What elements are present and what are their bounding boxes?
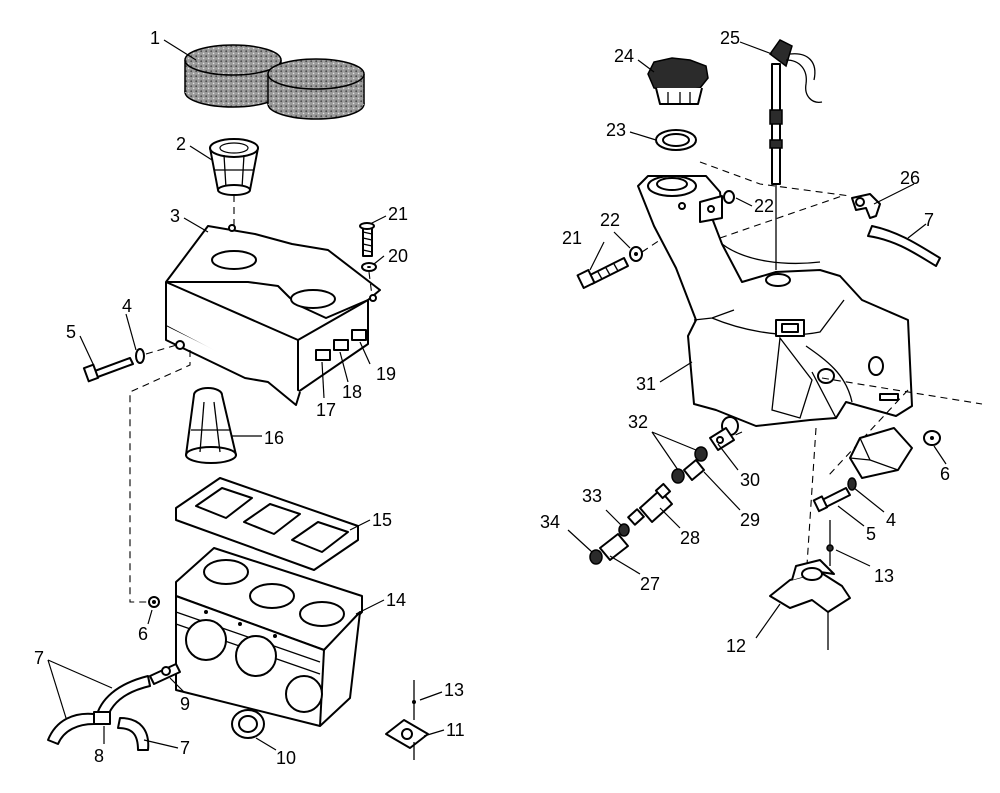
callout-25: 25 (720, 28, 740, 48)
mount-bracket-right (769, 520, 851, 650)
tank-washer-upper (723, 190, 735, 204)
filter-adapter (209, 138, 259, 196)
mount-nut-left (148, 596, 160, 608)
callout-7c: 7 (924, 210, 934, 230)
callout-17: 17 (316, 400, 336, 420)
callout-5: 5 (66, 322, 76, 342)
callout-6b: 6 (940, 464, 950, 484)
hose-clamp-upper (694, 446, 708, 462)
callout-11: 11 (446, 720, 465, 740)
elbow-fitting (851, 193, 881, 219)
callout-27: 27 (640, 574, 660, 594)
drain-fitting (149, 663, 181, 685)
callout-14: 14 (386, 590, 406, 610)
end-clamp (589, 549, 603, 565)
callout-20: 20 (388, 246, 408, 266)
callout-8: 8 (94, 746, 104, 766)
callout-22b: 22 (600, 210, 620, 230)
callout-31: 31 (636, 374, 656, 394)
intake-boot (185, 387, 237, 464)
callout-29: 29 (740, 510, 760, 530)
assembly-line (821, 377, 983, 405)
air-box-body (175, 547, 363, 727)
level-sensor (768, 39, 823, 270)
callout-13: 13 (444, 680, 464, 700)
mount-hole (175, 340, 185, 350)
callout-34: 34 (540, 512, 560, 532)
assembly-line (368, 271, 373, 297)
callout-labels-right: 24 25 23 22 22 21 26 7 31 32 30 29 28 33… (540, 28, 950, 656)
tank-washer-lower (629, 246, 643, 262)
callout-13b: 13 (874, 566, 894, 586)
assembly-line (699, 161, 851, 197)
hose-clamp-lower (671, 468, 685, 484)
callout-1: 1 (150, 28, 160, 48)
callout-30: 30 (740, 470, 760, 490)
foam-filter-element (184, 44, 365, 120)
line-connector (683, 459, 705, 481)
callout-15: 15 (372, 510, 392, 530)
hose-tee (93, 711, 111, 725)
callout-24: 24 (614, 46, 634, 66)
assembly-line (129, 350, 191, 603)
outlet-fitting (709, 427, 735, 451)
callout-28: 28 (680, 528, 700, 548)
filter-clamp (618, 523, 630, 537)
callout-21b: 21 (562, 228, 582, 248)
cap-gasket (655, 129, 697, 151)
callout-16: 16 (264, 428, 284, 448)
assembly-line (805, 427, 817, 581)
callout-26: 26 (900, 168, 920, 188)
callout-4: 4 (122, 296, 132, 316)
callout-12: 12 (726, 636, 746, 656)
air-box-gasket (175, 477, 359, 571)
callout-5b: 5 (866, 524, 876, 544)
callout-22: 22 (754, 196, 774, 216)
mount-washer-right (847, 477, 857, 491)
callout-10: 10 (276, 748, 296, 768)
assembly-line (145, 343, 181, 355)
callout-2: 2 (176, 134, 186, 154)
callout-labels: 1 2 3 4 5 21 20 19 18 17 16 15 14 6 7 9 … (34, 28, 465, 768)
callout-21: 21 (388, 204, 408, 224)
leader-lines-right (567, 41, 947, 639)
cover-washer (361, 262, 377, 272)
vent-hose (867, 225, 941, 267)
callout-18: 18 (342, 382, 362, 402)
callout-7: 7 (34, 648, 44, 668)
callout-9: 9 (180, 694, 190, 714)
side-bolt (82, 357, 134, 383)
intake-grommet (231, 709, 265, 739)
leader-lines (47, 39, 445, 751)
callout-4b: 4 (886, 510, 896, 530)
cover-screw (359, 222, 375, 257)
callout-7b: 7 (180, 738, 190, 758)
assembly-line (719, 195, 843, 239)
fuel-line (599, 533, 629, 561)
air-box-cover (165, 224, 381, 406)
mount-bolt-right (812, 487, 851, 513)
tank-bolt (576, 257, 629, 289)
assembly-line (827, 389, 909, 477)
mount-nut-right (923, 430, 941, 446)
tank-mount-block (849, 427, 913, 479)
tank-cap (647, 57, 709, 105)
side-washer (135, 348, 145, 364)
callout-19: 19 (376, 364, 396, 384)
callout-32: 32 (628, 412, 648, 432)
callout-3: 3 (170, 206, 180, 226)
callout-23: 23 (606, 120, 626, 140)
inline-filter (627, 482, 673, 526)
callout-6: 6 (138, 624, 148, 644)
mount-bracket-left (385, 680, 429, 760)
callout-33: 33 (582, 486, 602, 506)
